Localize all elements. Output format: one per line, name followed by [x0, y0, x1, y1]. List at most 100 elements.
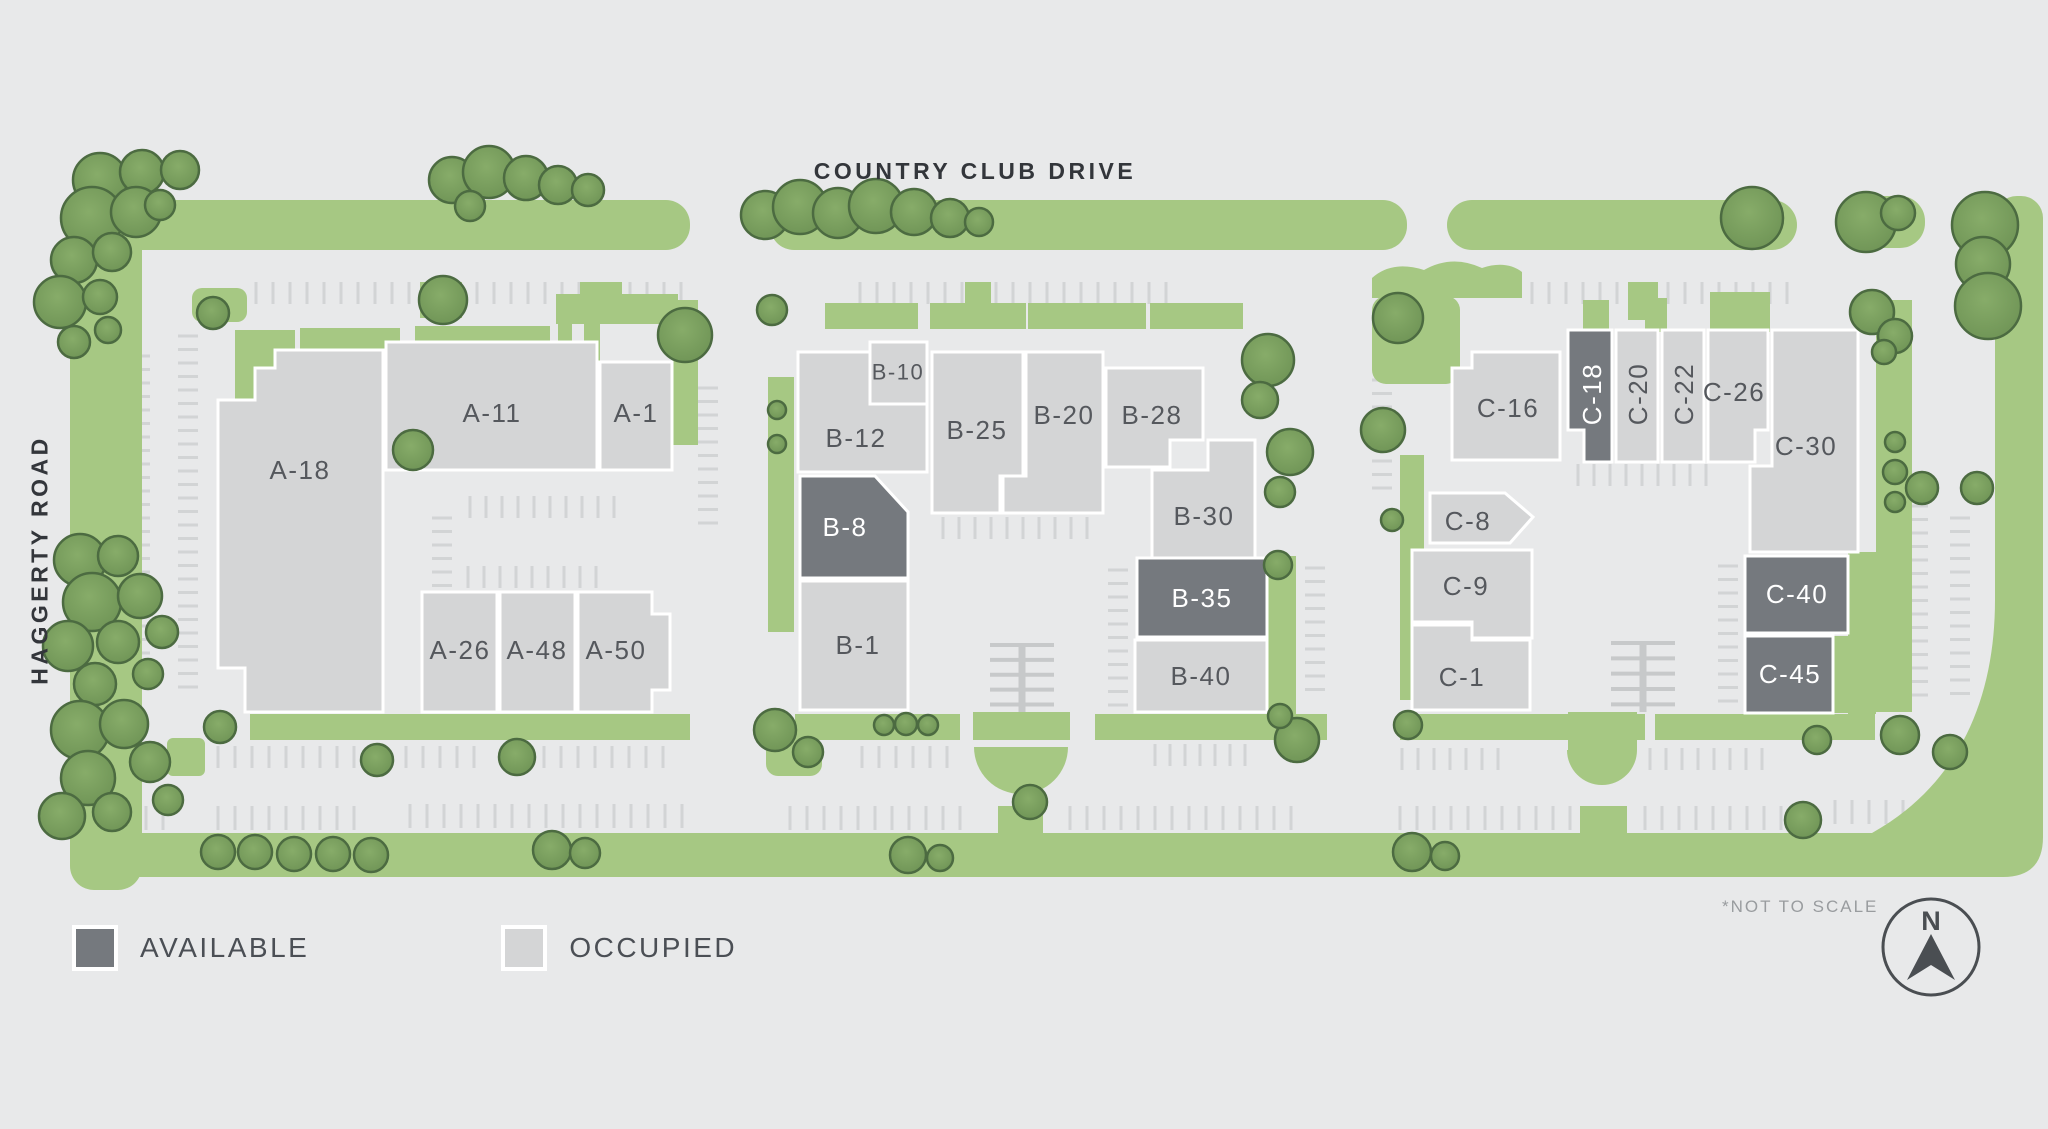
tree-icon: [131, 657, 165, 691]
unit-C-8[interactable]: [1428, 491, 1536, 545]
unit-B-20[interactable]: [1001, 350, 1105, 515]
tree-icon: [1879, 714, 1921, 756]
unit-B-25[interactable]: [930, 350, 1025, 515]
unit-B-40[interactable]: [1133, 638, 1269, 714]
tree-icon: [81, 278, 119, 316]
tree-icon: [1262, 549, 1294, 581]
unit-label-B-20: B-20: [1034, 400, 1095, 430]
unit-label-A-18: A-18: [270, 455, 331, 485]
unit-A-1[interactable]: [598, 360, 674, 472]
unit-B-8[interactable]: [798, 474, 910, 580]
parking-stripes: [860, 746, 949, 768]
parking-stripes: [466, 566, 598, 588]
unit-B-28[interactable]: [1104, 366, 1205, 469]
tree-icon: [116, 572, 164, 620]
tree-icon: [56, 324, 92, 360]
landscape-green: [825, 303, 918, 329]
unit-B-10[interactable]: [868, 340, 929, 406]
tree-icon: [1801, 724, 1833, 756]
unit-A-18[interactable]: [216, 348, 385, 714]
unit-B-1[interactable]: [798, 579, 910, 712]
unit-C-45[interactable]: [1743, 634, 1835, 715]
tree-icon: [656, 306, 714, 364]
parking-stripes: [788, 806, 962, 830]
tree-icon: [916, 713, 940, 737]
tree-icon: [96, 534, 140, 578]
parking-stripes: [1108, 568, 1128, 707]
parking-stripes: [432, 516, 452, 587]
legend: AVAILABLE OCCUPIED: [72, 925, 737, 971]
tree-icon: [1359, 406, 1407, 454]
unit-label-B-10: B-10: [872, 360, 924, 385]
compass-north-label: N: [1921, 906, 1941, 936]
tree-icon: [925, 843, 955, 873]
tree-icon: [497, 737, 537, 777]
unit-label-C-1: C-1: [1439, 662, 1485, 692]
tree-icon: [1883, 430, 1907, 454]
unit-A-26[interactable]: [420, 590, 499, 714]
tree-icon: [1904, 470, 1940, 506]
unit-label-B-40: B-40: [1171, 661, 1232, 691]
unit-label-C-20: C-20: [1623, 363, 1653, 425]
tree-icon: [766, 433, 788, 455]
landscape-green: [768, 377, 794, 632]
legend-available-label: AVAILABLE: [140, 932, 310, 963]
trees-layer: [32, 144, 2023, 875]
tree-icon: [236, 833, 274, 871]
tree-icon: [314, 835, 352, 873]
road-label-haggerty-road: HAGGERTY ROAD: [26, 435, 53, 685]
landscape-green: [1710, 292, 1770, 332]
parking-stripes: [1833, 800, 1905, 824]
parking-stripes: [404, 746, 476, 768]
unit-C-16[interactable]: [1450, 350, 1562, 462]
unit-label-C-30: C-30: [1775, 431, 1837, 461]
unit-C-26[interactable]: [1706, 328, 1770, 464]
landscape-green: [580, 282, 622, 318]
tree-icon: [159, 149, 201, 191]
tree-icon: [791, 735, 825, 769]
landscape-green: [1028, 303, 1146, 329]
unit-C-18[interactable]: [1566, 328, 1614, 464]
unit-label-C-16: C-16: [1477, 393, 1539, 423]
unit-A-48[interactable]: [498, 590, 577, 714]
unit-A-50[interactable]: [576, 590, 672, 714]
unit-C-1[interactable]: [1410, 623, 1532, 712]
tree-icon: [889, 187, 939, 237]
landscape-island: [1567, 750, 1637, 785]
unit-C-20[interactable]: [1614, 328, 1660, 464]
parking-stripes: [1718, 564, 1738, 703]
landscape-green: [1447, 200, 1797, 250]
landscape-green: [95, 833, 1895, 877]
tree-icon: [359, 742, 395, 778]
tree-icon: [929, 197, 971, 239]
tree-icon: [93, 315, 123, 345]
tree-icon: [1011, 783, 1049, 821]
parking-stripes: [1950, 516, 1970, 695]
parking-stripes: [1576, 464, 1708, 486]
parking-stripes: [1068, 806, 1293, 830]
parking-stripes: [1648, 748, 1764, 770]
parking-stripes: [408, 804, 684, 828]
unit-label-A-50: A-50: [586, 635, 647, 665]
parking-median-layer: [990, 641, 1675, 712]
landscape-green: [973, 712, 1070, 740]
tree-icon: [453, 189, 487, 223]
unit-C-40[interactable]: [1743, 554, 1850, 635]
parking-stripes: [542, 746, 665, 768]
tree-icon: [59, 749, 117, 807]
tree-icon: [202, 709, 238, 745]
tree-icon: [755, 293, 789, 327]
landscape-green: [965, 282, 991, 320]
legend-occupied-label: OCCUPIED: [569, 932, 738, 963]
unit-label-B-25: B-25: [947, 415, 1008, 445]
unit-label-B-12: B-12: [826, 423, 887, 453]
parking-stripes: [941, 517, 1089, 539]
unit-B-35[interactable]: [1135, 556, 1269, 639]
parking-stripes: [468, 496, 616, 518]
unit-C-22[interactable]: [1660, 328, 1706, 464]
parking-stripes: [1400, 748, 1500, 770]
tree-icon: [1881, 458, 1909, 486]
tree-icon: [1429, 840, 1461, 872]
